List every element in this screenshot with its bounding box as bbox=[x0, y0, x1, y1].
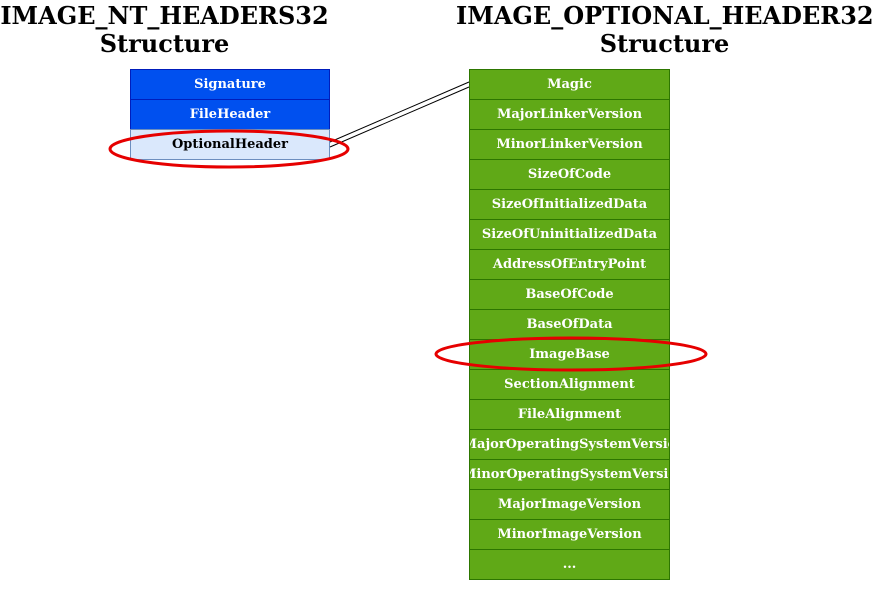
optional-field-sizeofcode: SizeOfCode bbox=[469, 159, 670, 190]
optional-field-ellipsis: ... bbox=[469, 549, 670, 580]
nt-headers-title-line2: Structure bbox=[99, 29, 230, 58]
optional-field-baseofcode: BaseOfCode bbox=[469, 279, 670, 310]
optional-field-minoroperatingsystemversio: MinorOperatingSystemVersio bbox=[469, 459, 670, 490]
optional-field-filealignment: FileAlignment bbox=[469, 399, 670, 430]
optional-header-title-line2: Structure bbox=[599, 29, 730, 58]
connector-line-bottom bbox=[329, 86, 470, 148]
optional-field-minorimageversion: MinorImageVersion bbox=[469, 519, 670, 550]
nt-field-signature: Signature bbox=[130, 69, 330, 100]
optional-header-title: IMAGE_OPTIONAL_HEADER32 Structure bbox=[456, 1, 874, 58]
optional-field-majorlinkerversion: MajorLinkerVersion bbox=[469, 99, 670, 130]
nt-headers-title: IMAGE_NT_HEADERS32 Structure bbox=[0, 2, 329, 58]
optional-field-minorlinkerversion: MinorLinkerVersion bbox=[469, 129, 670, 160]
nt-headers-title-line1: IMAGE_NT_HEADERS32 bbox=[0, 1, 329, 30]
nt-field-fileheader: FileHeader bbox=[130, 99, 330, 130]
nt-field-optionalheader: OptionalHeader bbox=[130, 129, 330, 160]
connector-line-top bbox=[329, 81, 470, 143]
optional-field-sizeofuninitializeddata: SizeOfUninitializedData bbox=[469, 219, 670, 250]
optional-header-title-line1: IMAGE_OPTIONAL_HEADER32 bbox=[456, 1, 874, 30]
optional-field-baseofdata: BaseOfData bbox=[469, 309, 670, 340]
optional-field-magic: Magic bbox=[469, 69, 670, 100]
optional-field-imagebase: ImageBase bbox=[469, 339, 670, 370]
optional-field-sizeofinitializeddata: SizeOfInitializedData bbox=[469, 189, 670, 220]
optional-field-addressofentrypoint: AddressOfEntryPoint bbox=[469, 249, 670, 280]
optional-field-majorimageversion: MajorImageVersion bbox=[469, 489, 670, 520]
optional-field-sectionalignment: SectionAlignment bbox=[469, 369, 670, 400]
optional-field-majoroperatingsystemversio: MajorOperatingSystemVersio bbox=[469, 429, 670, 460]
